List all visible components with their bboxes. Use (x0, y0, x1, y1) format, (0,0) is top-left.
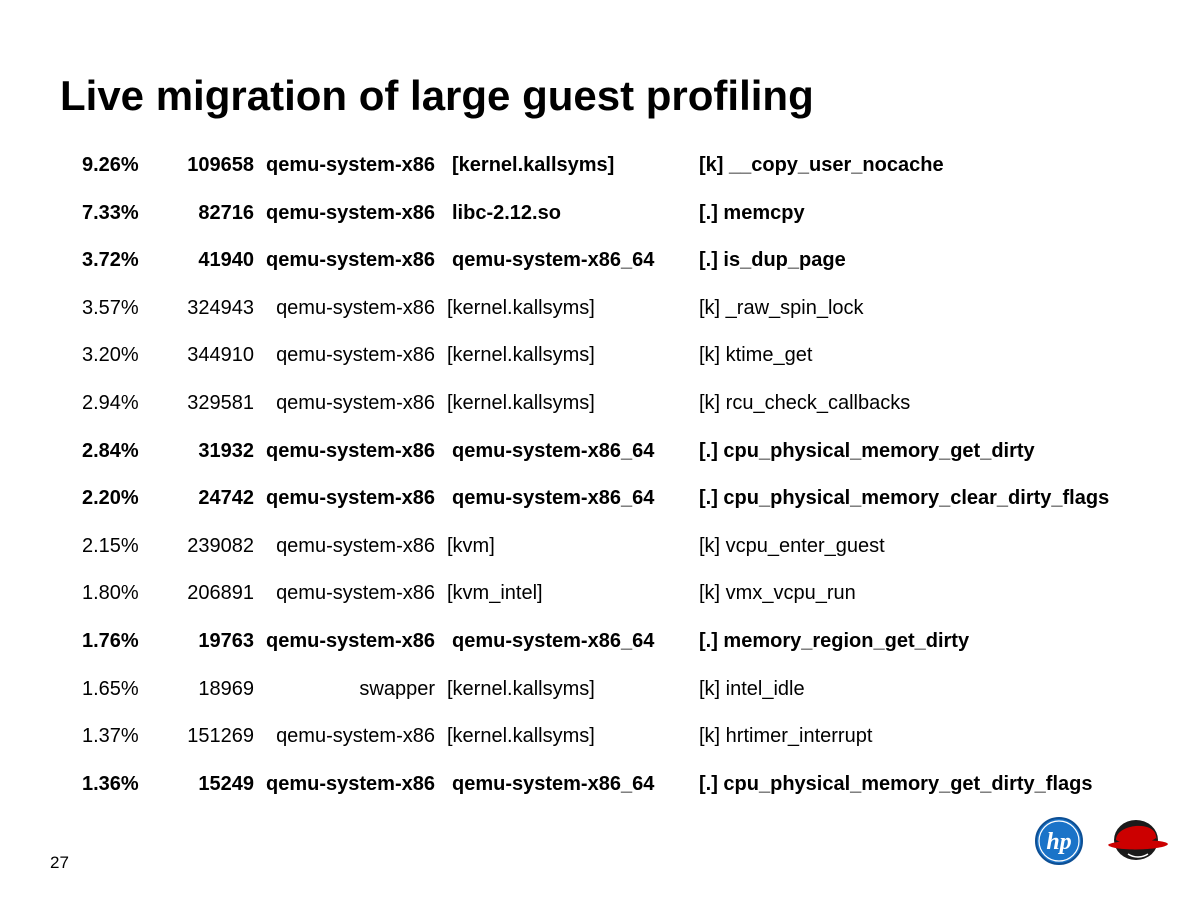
row-percent: 1.37% (82, 725, 139, 748)
row-command: qemu-system-x86 (276, 725, 435, 748)
hp-logo: hp (1035, 817, 1083, 865)
row-command: qemu-system-x86 (276, 582, 435, 605)
row-samples: 41940 (198, 249, 254, 272)
row-dso: libc-2.12.so (452, 201, 561, 224)
row-percent: 9.26% (82, 154, 139, 176)
profile-row: 1.36% 15249 qemu-system-x86 qemu-system-… (0, 761, 1200, 809)
row-samples: 31932 (198, 439, 254, 462)
row-percent: 7.33% (82, 201, 139, 224)
row-symbol: [k] __copy_user_nocache (699, 154, 944, 176)
row-command: swapper (359, 677, 435, 700)
row-dso: [kvm] (447, 534, 495, 557)
row-dso: [kvm_intel] (447, 582, 543, 605)
row-command: qemu-system-x86 (266, 772, 435, 795)
profile-row: 1.80% 206891 qemu-system-x86 [kvm_intel]… (0, 570, 1200, 618)
profile-row: 1.37% 151269 qemu-system-x86 [kernel.kal… (0, 713, 1200, 761)
row-symbol: [k] intel_idle (699, 677, 805, 700)
row-dso: [kernel.kallsyms] (447, 391, 595, 414)
hp-logo-text: hp (1046, 829, 1071, 855)
row-symbol: [.] cpu_physical_memory_get_dirty (699, 439, 1035, 462)
row-samples: 239082 (187, 534, 254, 557)
profile-row: 1.65% 18969 swapper [kernel.kallsyms] [k… (0, 666, 1200, 714)
row-samples: 206891 (187, 582, 254, 605)
row-samples: 329581 (187, 391, 254, 414)
row-command: qemu-system-x86 (266, 629, 435, 652)
profile-row: 3.57% 324943 qemu-system-x86 [kernel.kal… (0, 285, 1200, 333)
row-symbol: [k] rcu_check_callbacks (699, 391, 911, 414)
row-samples: 24742 (198, 487, 254, 510)
profile-row: 3.20% 344910 qemu-system-x86 [kernel.kal… (0, 332, 1200, 380)
row-command: qemu-system-x86 (276, 534, 435, 557)
row-percent: 1.76% (82, 629, 139, 652)
row-dso: [kernel.kallsyms] (447, 725, 595, 748)
row-percent: 2.94% (82, 391, 139, 414)
profile-row: 1.76% 19763 qemu-system-x86 qemu-system-… (0, 618, 1200, 666)
hp-logo-circle (1035, 817, 1083, 865)
row-symbol: [.] cpu_physical_memory_clear_dirty_flag… (699, 487, 1110, 510)
row-symbol: [k] vmx_vcpu_run (699, 582, 856, 605)
row-dso: [kernel.kallsyms] (447, 296, 595, 319)
row-percent: 2.20% (82, 487, 139, 510)
row-dso: qemu-system-x86_64 (452, 629, 655, 652)
profile-row: 2.94% 329581 qemu-system-x86 [kernel.kal… (0, 380, 1200, 428)
row-symbol: [.] memcpy (699, 201, 805, 224)
row-dso: [kernel.kallsyms] (447, 677, 595, 700)
row-dso: qemu-system-x86_64 (452, 249, 655, 272)
row-command: qemu-system-x86 (276, 296, 435, 319)
row-samples: 15249 (198, 772, 254, 795)
row-command: qemu-system-x86 (266, 249, 435, 272)
row-symbol: [.] is_dup_page (699, 249, 846, 272)
row-samples: 82716 (198, 201, 254, 224)
profile-row: 9.26% 109658 qemu-system-x86 [kernel.kal… (0, 142, 1200, 190)
slide-title: Live migration of large guest profiling (60, 72, 814, 119)
row-symbol: [k] hrtimer_interrupt (699, 725, 873, 748)
profile-row: 2.15% 239082 qemu-system-x86 [kvm] [k] v… (0, 523, 1200, 571)
page-number: 27 (50, 853, 69, 872)
row-percent: 1.65% (82, 677, 139, 700)
profile-row: 7.33% 82716 qemu-system-x86 libc-2.12.so… (0, 190, 1200, 238)
row-percent: 3.20% (82, 344, 139, 367)
row-percent: 3.72% (82, 249, 139, 272)
row-samples: 344910 (187, 344, 254, 367)
row-command: qemu-system-x86 (266, 487, 435, 510)
profile-row: 2.20% 24742 qemu-system-x86 qemu-system-… (0, 475, 1200, 523)
row-command: qemu-system-x86 (276, 344, 435, 367)
row-percent: 1.80% (82, 582, 139, 605)
row-samples: 19763 (198, 629, 254, 652)
profile-table: 9.26% 109658 qemu-system-x86 [kernel.kal… (0, 142, 1200, 808)
row-symbol: [.] cpu_physical_memory_get_dirty_flags (699, 772, 1093, 795)
row-symbol: [k] ktime_get (699, 344, 813, 367)
row-dso: qemu-system-x86_64 (452, 439, 655, 462)
row-percent: 1.36% (82, 772, 139, 795)
redhat-logo (1108, 820, 1168, 860)
row-samples: 18969 (198, 677, 254, 700)
row-command: qemu-system-x86 (266, 439, 435, 462)
row-percent: 2.15% (82, 534, 139, 557)
row-percent: 3.57% (82, 296, 139, 319)
profile-row: 2.84% 31932 qemu-system-x86 qemu-system-… (0, 428, 1200, 476)
row-dso: [kernel.kallsyms] (447, 344, 595, 367)
profile-row: 3.72% 41940 qemu-system-x86 qemu-system-… (0, 237, 1200, 285)
row-command: qemu-system-x86 (266, 201, 435, 224)
row-samples: 109658 (187, 154, 254, 176)
row-samples: 324943 (187, 296, 254, 319)
row-dso: qemu-system-x86_64 (452, 487, 655, 510)
row-symbol: [.] memory_region_get_dirty (699, 629, 970, 652)
row-symbol: [k] _raw_spin_lock (699, 296, 864, 319)
row-dso: qemu-system-x86_64 (452, 772, 655, 795)
row-dso: [kernel.kallsyms] (452, 154, 615, 176)
row-samples: 151269 (187, 725, 254, 748)
row-command: qemu-system-x86 (266, 154, 435, 176)
row-command: qemu-system-x86 (276, 391, 435, 414)
row-percent: 2.84% (82, 439, 139, 462)
row-symbol: [k] vcpu_enter_guest (699, 534, 885, 557)
